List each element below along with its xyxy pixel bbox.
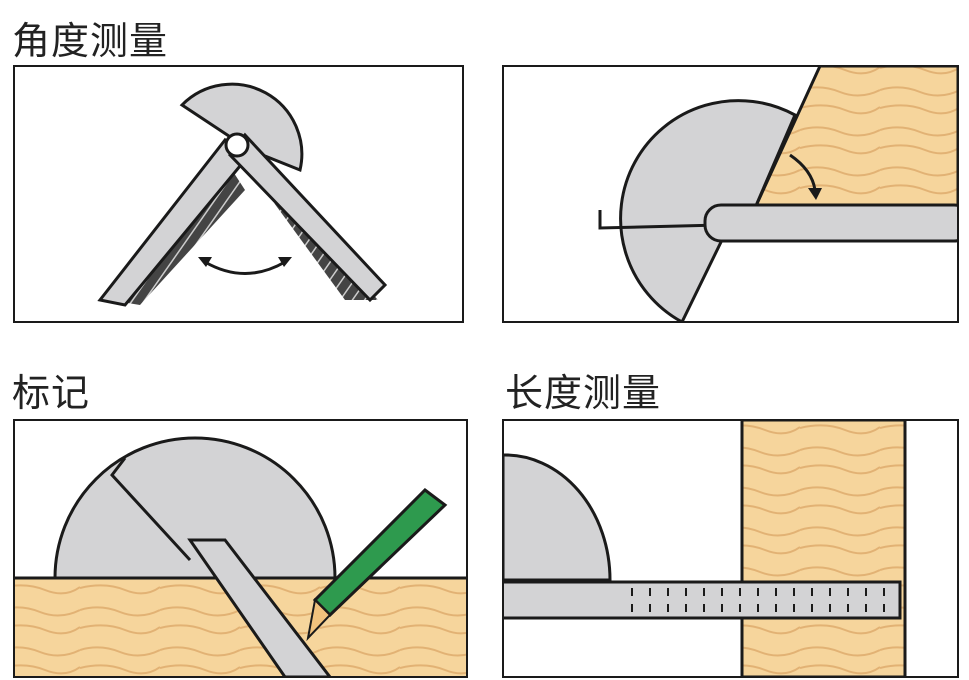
title-marking: 标记 [12,371,91,415]
panel-angle-wood [598,66,958,322]
title-angle-measurement: 角度测量 [12,19,169,63]
panel-length-measurement [503,420,907,677]
panel-marking [14,436,467,677]
panel-angle-measurement [97,82,388,307]
title-length-measurement: 长度测量 [505,371,662,415]
